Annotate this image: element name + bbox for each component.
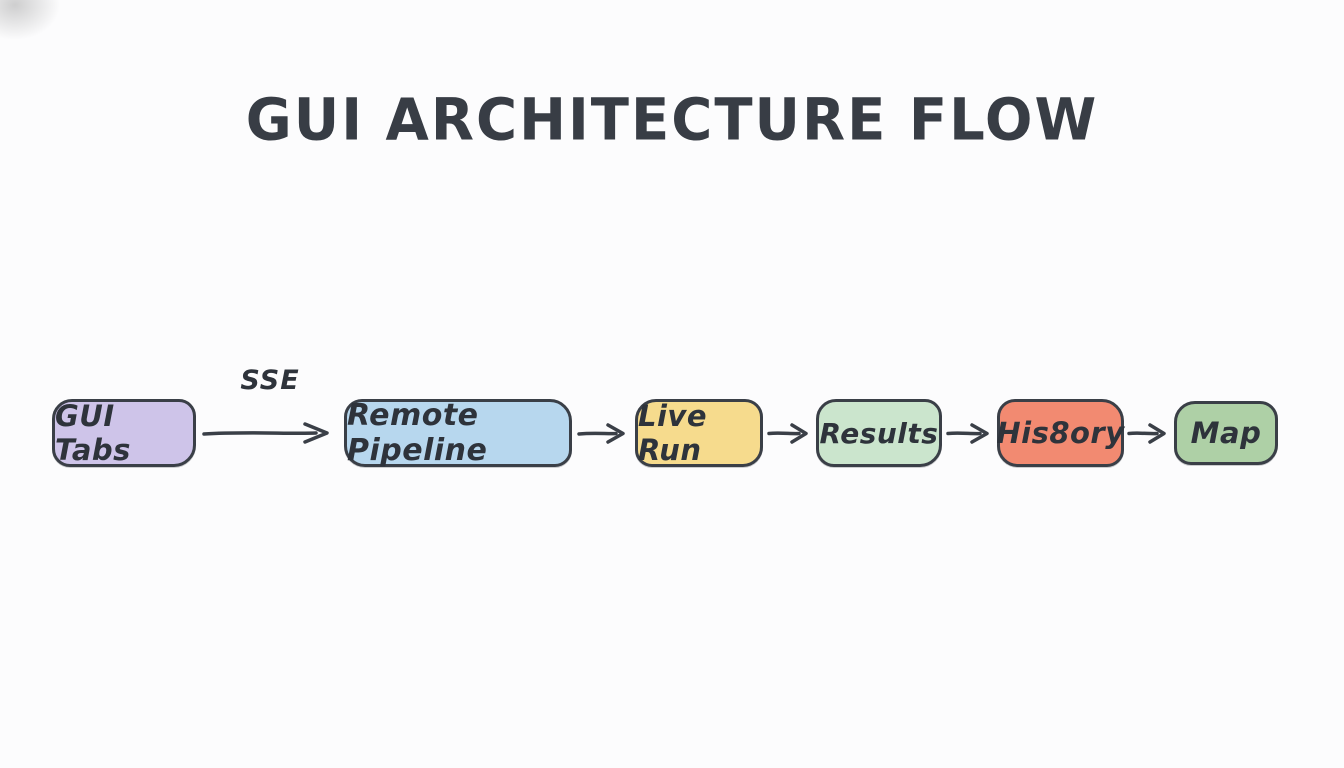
flow-node-live-run: Live Run: [635, 399, 763, 467]
flow-node-label: GUI Tabs: [55, 399, 131, 467]
arrow-icon: [576, 423, 625, 444]
flow-node-label: His8ory: [996, 416, 1125, 450]
flow-node-label: Remote Pipeline: [347, 398, 488, 468]
arrow-icon: [766, 423, 808, 444]
edge-plain: [572, 399, 635, 467]
arrow-icon: [945, 423, 989, 444]
edge-plain: [1124, 399, 1174, 467]
flow-diagram: GUI Tabs SSE Remote Pipeline Live Run Re…: [52, 365, 1278, 468]
edge-label-sse: SSE: [240, 365, 300, 396]
flow-node-remote-pipeline: Remote Pipeline: [344, 398, 572, 468]
diagram-title: GUI ARCHITECTURE FLOW: [245, 86, 1099, 155]
edge-sse: SSE: [196, 365, 344, 467]
arrow-icon: [1127, 423, 1166, 444]
flow-node-label: Results: [819, 416, 939, 450]
flow-node-label: Live Run: [638, 399, 707, 467]
flow-node-his8ory: His8ory: [996, 399, 1125, 467]
edge-plain: [942, 399, 997, 467]
sse-arrow-icon: [202, 422, 329, 444]
flow-node-map: Map: [1174, 401, 1278, 465]
edge-plain: [763, 399, 816, 467]
flow-node-results: Results: [816, 399, 942, 467]
paper-smudge: [0, 0, 60, 40]
flow-node-label: Map: [1190, 416, 1262, 450]
flow-node-gui-tabs: GUI Tabs: [52, 399, 196, 467]
